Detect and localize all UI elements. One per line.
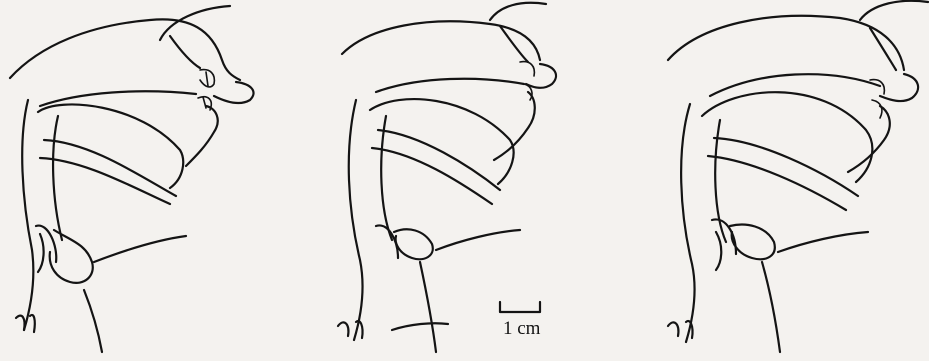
upper-lip bbox=[880, 74, 918, 101]
face-contour bbox=[668, 16, 904, 70]
tongue-groove bbox=[378, 130, 500, 190]
lower-teeth bbox=[872, 100, 882, 118]
pharynx-wall bbox=[681, 104, 694, 342]
face-contour bbox=[10, 19, 240, 80]
palate bbox=[376, 79, 524, 92]
larynx-tube bbox=[394, 229, 433, 259]
neck bbox=[94, 236, 186, 262]
pharynx-wall bbox=[349, 100, 363, 340]
tongue bbox=[702, 92, 872, 182]
neck bbox=[778, 232, 868, 252]
tongue-groove bbox=[44, 140, 176, 196]
trachea bbox=[16, 315, 35, 332]
neck bbox=[436, 230, 520, 250]
upper-lip bbox=[526, 64, 556, 88]
lower-lip bbox=[186, 106, 218, 166]
scale-bar-label: 1 cm bbox=[503, 318, 540, 340]
scale-bar bbox=[500, 302, 540, 312]
jaw-shape bbox=[860, 1, 928, 70]
jaw-shape bbox=[160, 6, 230, 68]
vocal-tract-middle bbox=[338, 3, 556, 352]
pharynx-wall bbox=[22, 100, 33, 330]
tongue bbox=[38, 104, 183, 188]
vocal-tract-left bbox=[10, 6, 254, 352]
tongue-groove bbox=[714, 138, 858, 196]
vocal-tract-right bbox=[668, 1, 928, 352]
upper-teeth bbox=[520, 62, 534, 76]
upper-lip bbox=[214, 82, 254, 103]
upper-teeth bbox=[870, 80, 884, 94]
